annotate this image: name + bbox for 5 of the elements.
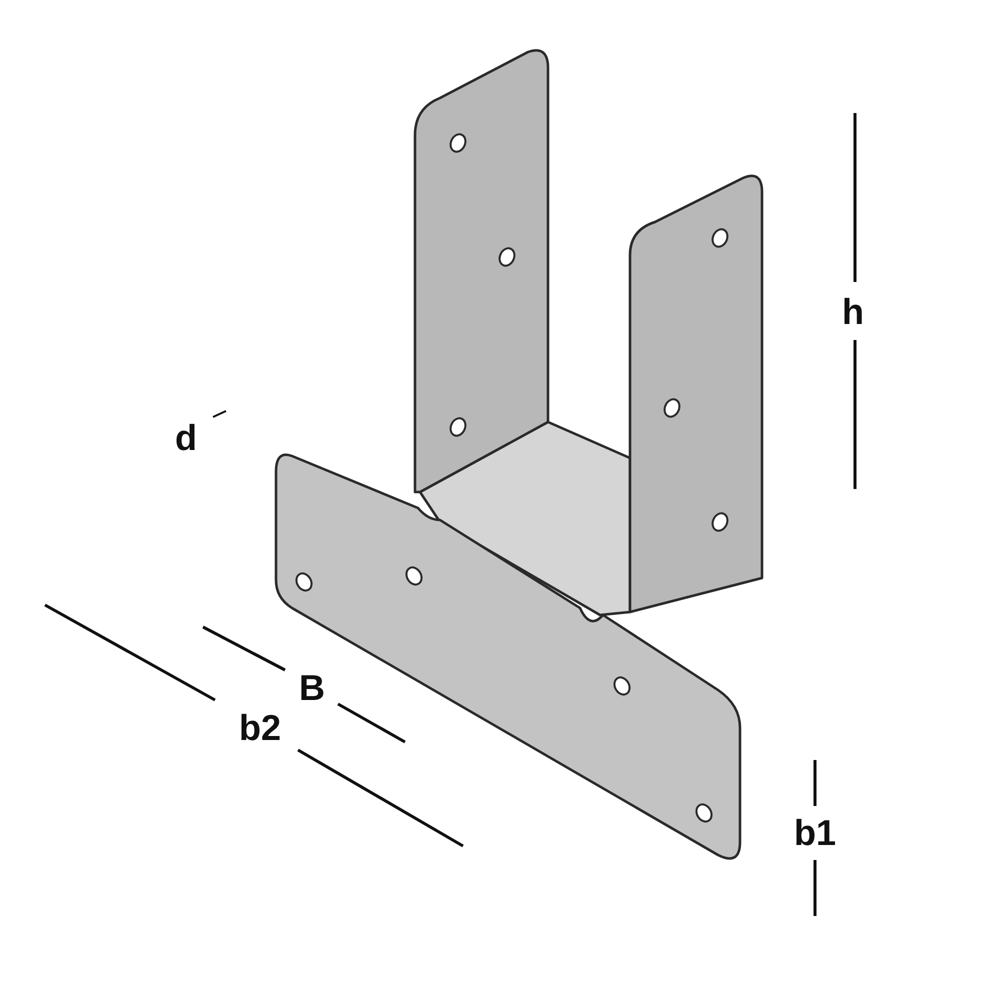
dimension-label: h bbox=[842, 294, 864, 330]
dimension-label: b1 bbox=[794, 815, 836, 851]
dimension-label: B bbox=[299, 670, 325, 706]
dimension-label: d bbox=[175, 420, 197, 456]
dimension-label: b2 bbox=[239, 710, 281, 746]
